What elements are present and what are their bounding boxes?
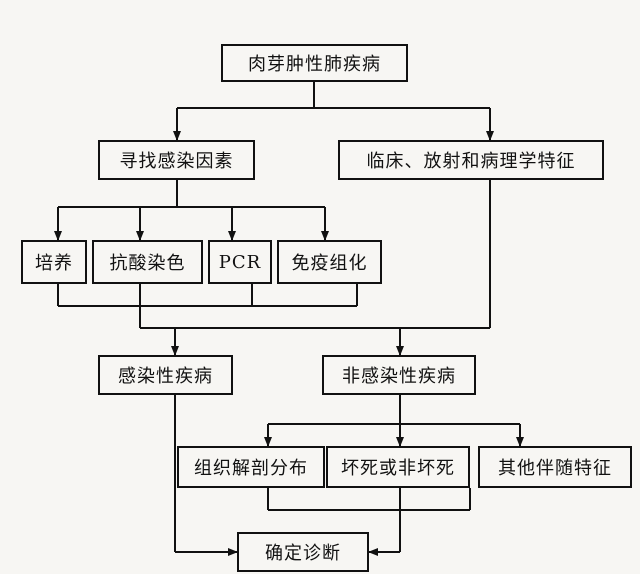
node-infectious: 感染性疾病 (98, 355, 233, 395)
node-other-features: 其他伴随特征 (478, 446, 632, 488)
node-pcr: PCR (208, 240, 272, 284)
node-ihc: 免疫组化 (277, 240, 382, 284)
node-acid-fast: 抗酸染色 (92, 240, 203, 284)
node-root: 肉芽肿性肺疾病 (221, 44, 408, 82)
node-culture: 培养 (21, 240, 87, 284)
node-non-infectious: 非感染性疾病 (322, 355, 476, 395)
node-diagnosis: 确定诊断 (237, 532, 369, 572)
node-clinical-features: 临床、放射和病理学特征 (338, 140, 604, 180)
node-infection-factors: 寻找感染因素 (98, 140, 255, 180)
node-necrosis: 坏死或非坏死 (326, 446, 470, 488)
node-tissue-distribution: 组织解剖分布 (177, 446, 325, 488)
